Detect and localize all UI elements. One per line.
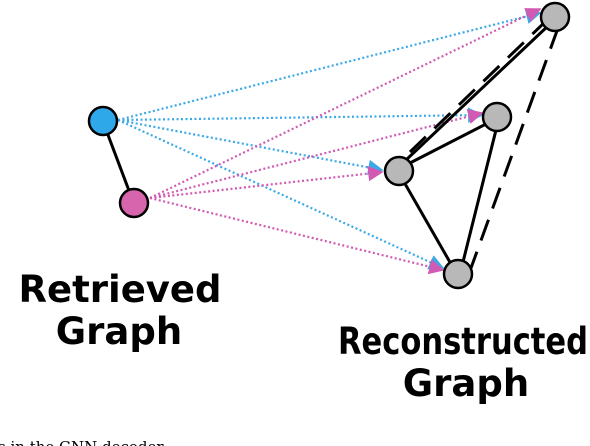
retrieved-graph-label-line1: Retrieved [19,268,222,311]
reconstructed-node-middle [383,155,415,187]
pink-mapping-arrows [149,8,542,275]
arrow-pink-to-top [149,8,542,199]
reconstructed-solid-edges [402,22,552,265]
reconstructed-node-upper [481,101,513,133]
arrow-blue-to-upper [117,107,484,123]
arrow-blue-to-top [117,8,542,122]
retrieved-graph-label-line2: Graph [56,310,182,353]
arrow-pink-to-bottom [149,196,445,275]
reconstructed-graph-label-line2: Graph [403,362,529,405]
edge-dashed-top-bottom [469,27,560,269]
reconstructed-node-top [539,1,571,33]
reconstructed-node-bottom [442,258,474,290]
caption-fragment: s in the GNN decoder [0,438,164,446]
edge-middle-upper [407,122,487,166]
arrow-pink-to-upper [149,108,484,200]
edge-top-middle [404,22,552,162]
retrieved-edge [103,126,133,197]
arrow-blue-to-bottom [117,118,445,270]
edge-dashed-middle-top [408,20,547,154]
reconstructed-graph-label-line1: Reconstructed [338,320,588,363]
edge-upper-bottom [461,129,498,263]
reconstructed-dashed-edges [408,20,560,269]
retrieved-node-pink [118,187,150,219]
blue-mapping-arrows [117,8,542,270]
retrieved-node-blue [87,105,119,137]
arrow-blue-to-middle [117,118,384,175]
arrow-pink-to-middle [149,165,384,200]
edge-middle-bottom [402,181,453,265]
